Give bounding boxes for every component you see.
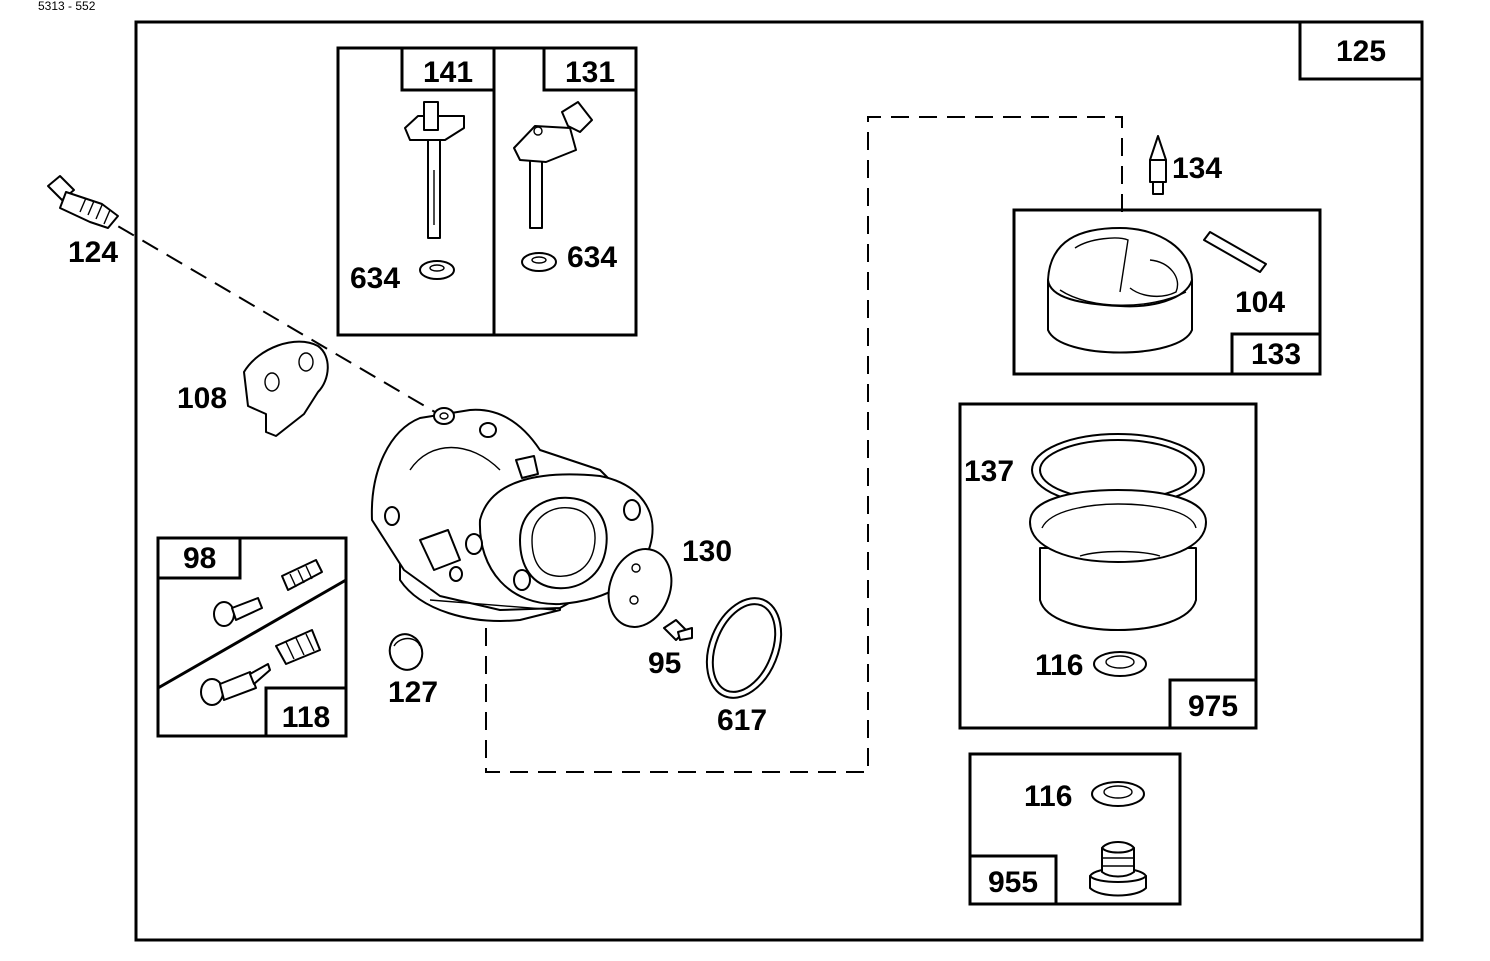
kit-98-118-box: 98 118 bbox=[156, 536, 348, 738]
float-133-part bbox=[1047, 227, 1193, 354]
kit-141-131-box: 141 131 bbox=[336, 46, 638, 337]
o-ring-617-part bbox=[705, 597, 783, 699]
seal-634-left-part bbox=[419, 260, 455, 280]
label-108: 108 bbox=[177, 382, 227, 415]
label-125: 125 bbox=[1336, 35, 1386, 68]
mixture-screw-spring-part bbox=[200, 629, 321, 706]
outer-frame bbox=[134, 20, 1424, 942]
idle-screw-spring-part bbox=[213, 559, 323, 627]
label-104: 104 bbox=[1235, 286, 1285, 319]
seal-634-right-part bbox=[521, 252, 557, 272]
screw-124-part bbox=[47, 175, 119, 229]
seal-634-right-hole bbox=[531, 256, 547, 264]
label-127: 127 bbox=[388, 676, 438, 709]
frame-label-tag: 125 bbox=[1298, 20, 1424, 81]
header-fragment: 5313 - 552 bbox=[38, 0, 96, 13]
label-634-right: 634 bbox=[567, 241, 617, 274]
plug-127-part bbox=[388, 633, 424, 671]
label-634-left: 634 bbox=[350, 262, 400, 295]
label-134: 134 bbox=[1172, 152, 1222, 185]
label-118: 118 bbox=[282, 701, 330, 734]
kit-975-box: 975 bbox=[958, 402, 1258, 730]
label-141: 141 bbox=[423, 56, 473, 89]
float-bowl-part bbox=[1029, 489, 1207, 631]
float-pin-104-part bbox=[1203, 231, 1267, 273]
choke-shaft-141-part bbox=[404, 101, 465, 239]
label-137: 137 bbox=[964, 455, 1014, 488]
label-95: 95 bbox=[648, 647, 681, 680]
label-133: 133 bbox=[1251, 338, 1301, 371]
label-116-lower: 116 bbox=[1024, 780, 1072, 813]
bowl-bolt-part bbox=[1089, 841, 1147, 897]
carburetor-body-part bbox=[370, 407, 654, 622]
kit-955-box: 955 bbox=[968, 752, 1182, 906]
leader-body-to-bowl bbox=[485, 116, 1123, 773]
label-124: 124 bbox=[68, 236, 118, 269]
throttle-plate-130-part bbox=[607, 548, 673, 628]
washer-116-bowl-part bbox=[1093, 651, 1147, 677]
float-needle-134-part bbox=[1149, 135, 1167, 195]
washer-116-bolt-part bbox=[1091, 781, 1145, 807]
kit-133-box: 133 bbox=[1012, 208, 1322, 376]
gasket-108-part bbox=[243, 340, 329, 437]
label-98: 98 bbox=[183, 542, 216, 575]
throttle-shaft-131-part bbox=[513, 101, 593, 229]
seal-634-left-hole bbox=[429, 264, 445, 272]
label-116-upper: 116 bbox=[1035, 649, 1083, 682]
label-975: 975 bbox=[1188, 690, 1238, 723]
leader-124-to-body bbox=[69, 197, 441, 416]
label-955: 955 bbox=[988, 866, 1038, 899]
label-617: 617 bbox=[717, 704, 767, 737]
label-130: 130 bbox=[682, 535, 732, 568]
label-131: 131 bbox=[565, 56, 615, 89]
screw-95-part bbox=[663, 619, 693, 641]
